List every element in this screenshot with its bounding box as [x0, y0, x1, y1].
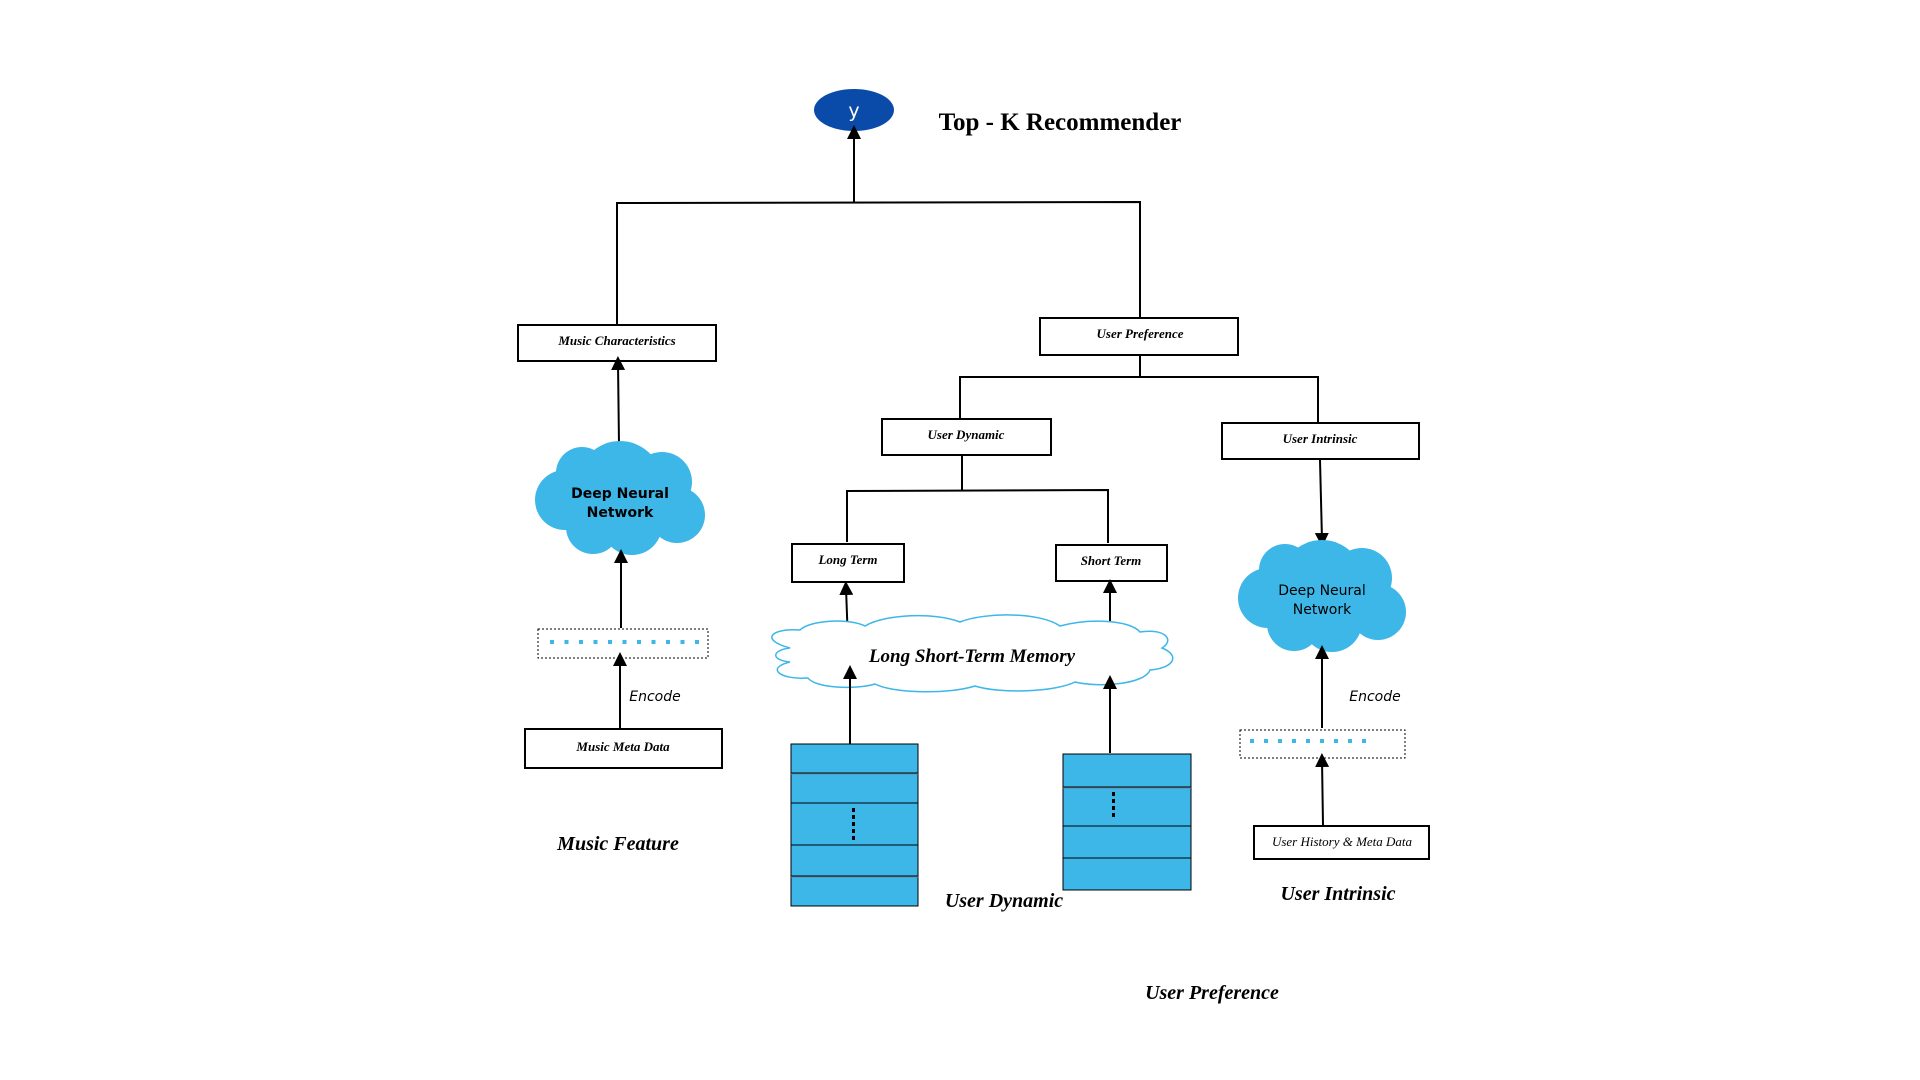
box-user-intrinsic: User Intrinsic [1221, 422, 1420, 460]
vector-dot [637, 640, 641, 644]
vector-dot [622, 640, 627, 644]
dnn-left-line2: Network [587, 505, 654, 521]
vector-dot [579, 640, 583, 644]
vector-dot [1362, 739, 1366, 743]
vertical-ellipsis-icon [852, 808, 855, 840]
user-preference-label: User Preference [1097, 326, 1184, 341]
vector-dot [1250, 739, 1254, 743]
vector-dot [651, 640, 656, 644]
box-music-characteristics: Music Characteristics [517, 324, 717, 362]
box-short-term: Short Term [1055, 544, 1168, 582]
lstm-cloud: Long Short-Term Memory [771, 614, 1174, 693]
user-dynamic-label: User Dynamic [928, 427, 1005, 442]
vector-dot [608, 640, 612, 644]
vector-dot [680, 640, 685, 644]
long-term-sequence-stack [790, 743, 919, 907]
output-node-label: y [848, 100, 859, 122]
short-term-label: Short Term [1081, 553, 1142, 568]
dnn-right-line1: Deep Neural [1278, 583, 1366, 599]
vector-dot [1320, 739, 1324, 743]
user-history-meta-label: User History & Meta Data [1272, 834, 1413, 849]
encoded-vector-right [1239, 729, 1406, 759]
box-music-meta-data: Music Meta Data [524, 728, 723, 769]
vector-dots-right [1250, 739, 1366, 743]
music-characteristics-label: Music Characteristics [557, 333, 675, 348]
vector-dot [593, 640, 598, 644]
dnn-cloud-right: Deep Neural Network [1238, 540, 1406, 652]
short-term-sequence-stack [1062, 753, 1192, 891]
vector-dot [1292, 739, 1296, 743]
vector-dot [1264, 739, 1268, 743]
vector-dot [695, 640, 699, 644]
long-term-label: Long Term [817, 552, 877, 567]
section-label-user-preference: User Preference [1145, 982, 1279, 1004]
lstm-label: Long Short-Term Memory [868, 646, 1076, 667]
vector-dot [1348, 739, 1352, 743]
vector-dot [564, 640, 569, 644]
music-meta-data-label: Music Meta Data [575, 739, 670, 754]
vector-dot [1278, 739, 1282, 743]
section-label-user-dynamic: User Dynamic [945, 890, 1063, 912]
box-user-history-meta: User History & Meta Data [1253, 825, 1430, 860]
section-label-music-feature: Music Feature [556, 833, 679, 855]
user-intrinsic-label: User Intrinsic [1283, 431, 1358, 446]
box-user-preference: User Preference [1039, 317, 1239, 356]
top-connectors [616, 125, 1319, 543]
vertical-ellipsis-icon [1112, 792, 1115, 817]
encode-label-left: Encode [629, 689, 680, 705]
box-long-term: Long Term [791, 543, 905, 583]
vector-dot [550, 640, 554, 644]
dnn-left-line1: Deep Neural [571, 486, 669, 502]
diagram-title: Top - K Recommender [939, 109, 1182, 136]
dnn-right-line2: Network [1293, 602, 1352, 618]
encode-label-right: Encode [1349, 689, 1400, 705]
section-label-user-intrinsic: User Intrinsic [1280, 883, 1395, 905]
vector-dot [1306, 739, 1310, 743]
vector-dot [1334, 739, 1338, 743]
vector-dots-left [550, 640, 699, 644]
encoded-vector-left [537, 628, 709, 659]
vector-dot [666, 640, 670, 644]
box-user-dynamic: User Dynamic [881, 418, 1052, 456]
dnn-cloud-left: Deep Neural Network [535, 441, 705, 555]
output-node: y [814, 89, 894, 131]
